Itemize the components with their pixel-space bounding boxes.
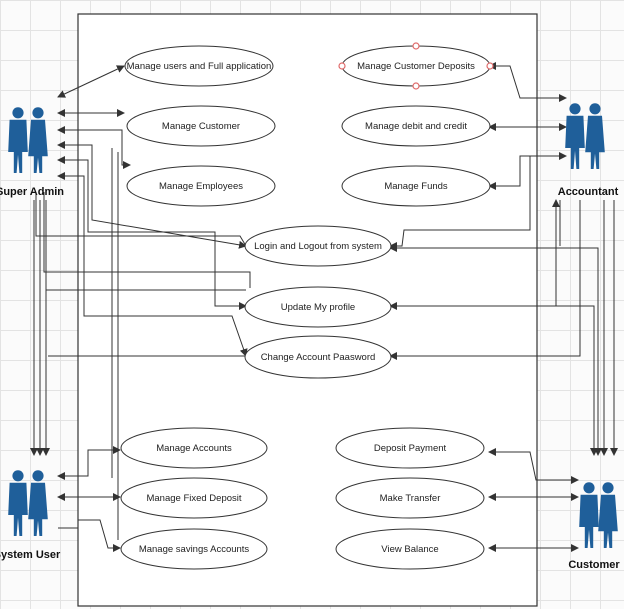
actor-label: Super Admin: [0, 186, 64, 198]
use-case-label: Manage Accounts: [156, 443, 232, 454]
use-case-label: Deposit Payment: [374, 443, 447, 454]
selection-handle[interactable]: [412, 82, 420, 90]
woman-icon: [598, 482, 618, 548]
woman-icon: [585, 103, 605, 169]
use-case-label: Manage Customer Deposits: [357, 61, 475, 72]
use-case-label: Manage users and Full application: [127, 61, 272, 72]
use-case-manage-savings[interactable]: Manage savings Accounts: [120, 528, 268, 570]
use-case-manage-accounts[interactable]: Manage Accounts: [120, 427, 268, 469]
selection-handle[interactable]: [486, 62, 494, 70]
use-case-update-profile[interactable]: Update My profile: [244, 286, 392, 328]
connectors: [30, 62, 618, 552]
use-case-manage-employees[interactable]: Manage Employees: [126, 165, 276, 207]
use-case-label: Login and Logout from system: [254, 241, 382, 252]
selection-handle[interactable]: [338, 62, 346, 70]
use-case-label: View Balance: [381, 544, 438, 555]
use-case-change-password[interactable]: Change Account Paasword: [244, 335, 392, 379]
use-case-manage-customer-deposits[interactable]: Manage Customer Deposits: [338, 42, 494, 90]
use-case-manage-fixed-deposit[interactable]: Manage Fixed Deposit: [120, 477, 268, 519]
use-case-label: Update My profile: [281, 302, 355, 313]
man-icon: [8, 470, 28, 536]
woman-icon: [28, 470, 48, 536]
actor-label: Customer: [568, 559, 620, 571]
use-case-label: Manage debit and credit: [365, 121, 467, 132]
man-icon: [565, 103, 585, 169]
use-case-manage-debit-credit[interactable]: Manage debit and credit: [341, 105, 491, 147]
use-case-view-balance[interactable]: View Balance: [335, 528, 485, 570]
use-case-login-logout[interactable]: Login and Logout from system: [244, 225, 392, 267]
use-case-manage-users[interactable]: Manage users and Full application: [124, 45, 274, 87]
use-case-label: Manage Funds: [384, 181, 448, 192]
actor-system-user[interactable]: System User: [0, 470, 61, 561]
use-case-manage-funds[interactable]: Manage Funds: [341, 165, 491, 207]
use-case-label: Manage savings Accounts: [139, 544, 250, 555]
actor-customer[interactable]: Customer: [568, 482, 620, 571]
woman-icon: [28, 107, 48, 173]
man-icon: [579, 482, 599, 548]
actor-accountant[interactable]: Accountant: [558, 103, 619, 198]
use-case-label: Manage Customer: [162, 121, 240, 132]
actor-label: Accountant: [558, 186, 619, 198]
use-case-label: Manage Employees: [159, 181, 243, 192]
use-case-label: Manage Fixed Deposit: [146, 493, 241, 504]
man-icon: [8, 107, 28, 173]
actor-super-admin[interactable]: Super Admin: [0, 107, 64, 198]
actor-label: System User: [0, 549, 61, 561]
use-case-deposit-payment[interactable]: Deposit Payment: [335, 427, 485, 469]
use-case-label: Change Account Paasword: [261, 352, 376, 363]
use-case-manage-customer[interactable]: Manage Customer: [126, 105, 276, 147]
selection-handle[interactable]: [412, 42, 420, 50]
use-case-make-transfer[interactable]: Make Transfer: [335, 477, 485, 519]
use-case-label: Make Transfer: [380, 493, 441, 504]
